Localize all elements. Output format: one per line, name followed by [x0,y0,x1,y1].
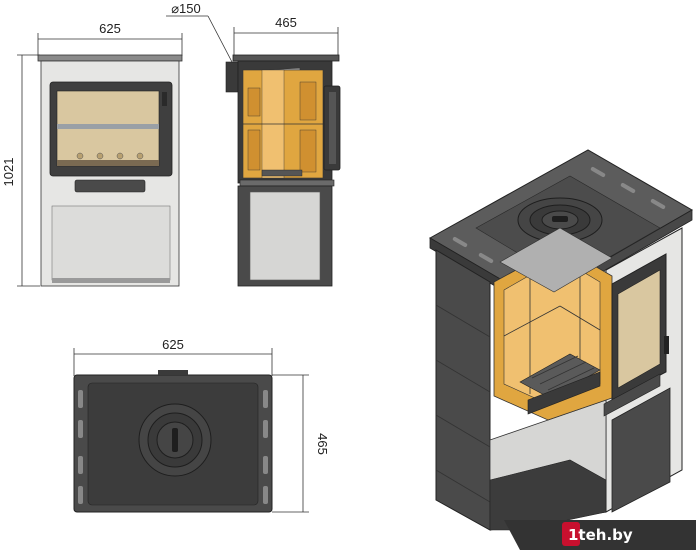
ash-drawer [74,179,146,193]
iso-glass [617,269,661,389]
watermark-badge: 1teh.by [504,520,696,550]
watermark-logo-block [562,522,580,546]
flue-diameter-label: ⌀150 [171,1,201,16]
front-height-label: 1021 [1,158,16,187]
lower-storage-panel [51,205,171,281]
side-lower-panel [249,191,321,281]
iso-baffle [499,227,613,293]
iso-ash-drawer [603,373,661,417]
watermark-text: 1teh.by [568,526,633,544]
front-width-label: 625 [99,21,121,36]
front-view: 625 1021 [1,21,183,287]
top-depth-label: 465 [315,433,330,455]
isometric-cutaway-view [428,149,694,531]
flue-outlet [225,61,239,93]
iso-left-wall [435,249,491,531]
top-view: 625 465 [73,337,330,513]
door-handle [162,92,167,106]
top-width-label: 625 [162,337,184,352]
side-depth-label: 465 [275,15,297,30]
side-view: 465 ⌀150 [166,1,341,287]
